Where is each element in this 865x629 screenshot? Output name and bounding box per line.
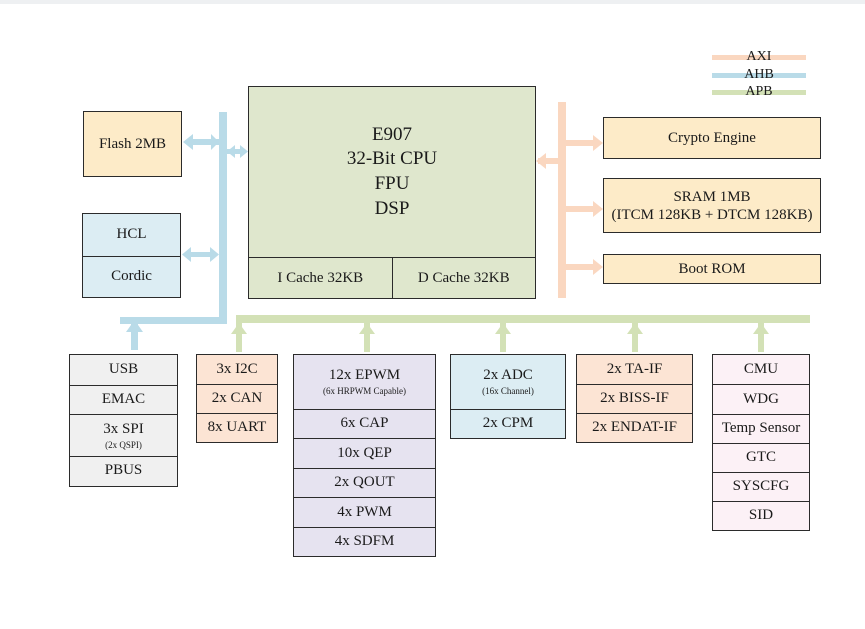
cordic-cell: Cordic (83, 256, 180, 297)
boot-rom-block: Boot ROM (603, 254, 821, 284)
sdfm-cell: 4x SDFM (294, 527, 435, 555)
cpu-fpu: FPU (374, 173, 410, 194)
legend-axi-label: AXI (746, 49, 772, 64)
icache: I Cache 32KB (249, 258, 393, 299)
can-cell: 2x CAN (197, 384, 277, 413)
spi-note: (2x QSPI) (105, 439, 142, 450)
ta-if-cell: 2x TA-IF (606, 360, 663, 377)
biss-if-cell: 2x BISS-IF (577, 384, 692, 413)
spi-cell: 3x SPI (2x QSPI) (70, 414, 177, 456)
syscfg-cell: SYSCFG (713, 472, 809, 501)
i2c-cell: 3x I2C (216, 360, 258, 377)
sram-detail: (ITCM 128KB + DTCM 128KB) (611, 206, 813, 223)
legend-axi-swatch (712, 55, 806, 60)
dcache: D Cache 32KB (417, 270, 510, 286)
epwm-cell: 12x EPWM (6x HRPWM Capable) (294, 355, 435, 409)
cpu-bitness: 32-Bit CPU (346, 148, 438, 170)
adc-note: (16x Channel) (482, 386, 534, 397)
sid-cell: SID (713, 501, 809, 529)
sram-block: SRAM 1MB (ITCM 128KB + DTCM 128KB) (603, 178, 821, 233)
adc-label: 2x ADC (483, 367, 533, 384)
usb-cell: USB (108, 361, 139, 378)
cpm-cell: 2x CPM (451, 409, 565, 437)
cap-cell: 6x CAP (294, 409, 435, 438)
sram-size: SRAM 1MB (673, 188, 751, 205)
flash-block: Flash 2MB (83, 111, 182, 177)
hcl-cordic-block: HCL Cordic (82, 213, 181, 298)
qout-cell: 2x QOUT (294, 468, 435, 497)
epwm-note: (6x HRPWM Capable) (323, 386, 406, 397)
ahb-bus (120, 112, 248, 350)
uart-cell: 8x UART (197, 413, 277, 441)
temp-sensor-cell: Temp Sensor (713, 414, 809, 443)
spi-label: 3x SPI (103, 420, 144, 437)
i2c-peripheral-group: 3x I2C 2x CAN 8x UART (196, 354, 278, 443)
legend-apb-label: APB (745, 84, 773, 99)
encoder-interface-group: 2x TA-IF 2x BISS-IF 2x ENDAT-IF (576, 354, 693, 443)
gtc-cell: GTC (713, 443, 809, 472)
epwm-label: 12x EPWM (328, 367, 401, 384)
system-control-group: CMU WDG Temp Sensor GTC SYSCFG SID (712, 354, 810, 531)
crypto-engine-block: Crypto Engine (603, 117, 821, 159)
cpu-block: E907 32-Bit CPU FPU DSP I Cache 32KB D C… (248, 86, 536, 299)
cpu-name: E907 (371, 123, 413, 145)
cpu-dsp: DSP (374, 197, 410, 219)
qep-cell: 10x QEP (294, 438, 435, 468)
adc-cell: 2x ADC (16x Channel) (451, 355, 565, 409)
hcl-cell: HCL (116, 226, 147, 243)
cmu-cell: CMU (743, 360, 779, 377)
cpu-caches: I Cache 32KB D Cache 32KB (249, 257, 535, 299)
axi-bus (536, 102, 603, 298)
usb-peripheral-group: USB EMAC 3x SPI (2x QSPI) PBUS (69, 354, 178, 487)
wdg-cell: WDG (713, 384, 809, 414)
pbus-cell: PBUS (70, 456, 177, 485)
legend-ahb-swatch (712, 73, 806, 78)
adc-peripheral-group: 2x ADC (16x Channel) 2x CPM (450, 354, 566, 439)
pwm-cell: 4x PWM (294, 497, 435, 527)
top-band (0, 0, 865, 4)
endat-if-cell: 2x ENDAT-IF (577, 413, 692, 441)
emac-cell: EMAC (70, 385, 177, 414)
legend-apb-swatch (712, 90, 806, 95)
cpu-core: E907 32-Bit CPU FPU DSP (249, 87, 535, 257)
legend-ahb-label: AHB (744, 67, 774, 82)
pwm-peripheral-group: 12x EPWM (6x HRPWM Capable) 6x CAP 10x Q… (293, 354, 436, 557)
apb-bus (231, 315, 810, 352)
